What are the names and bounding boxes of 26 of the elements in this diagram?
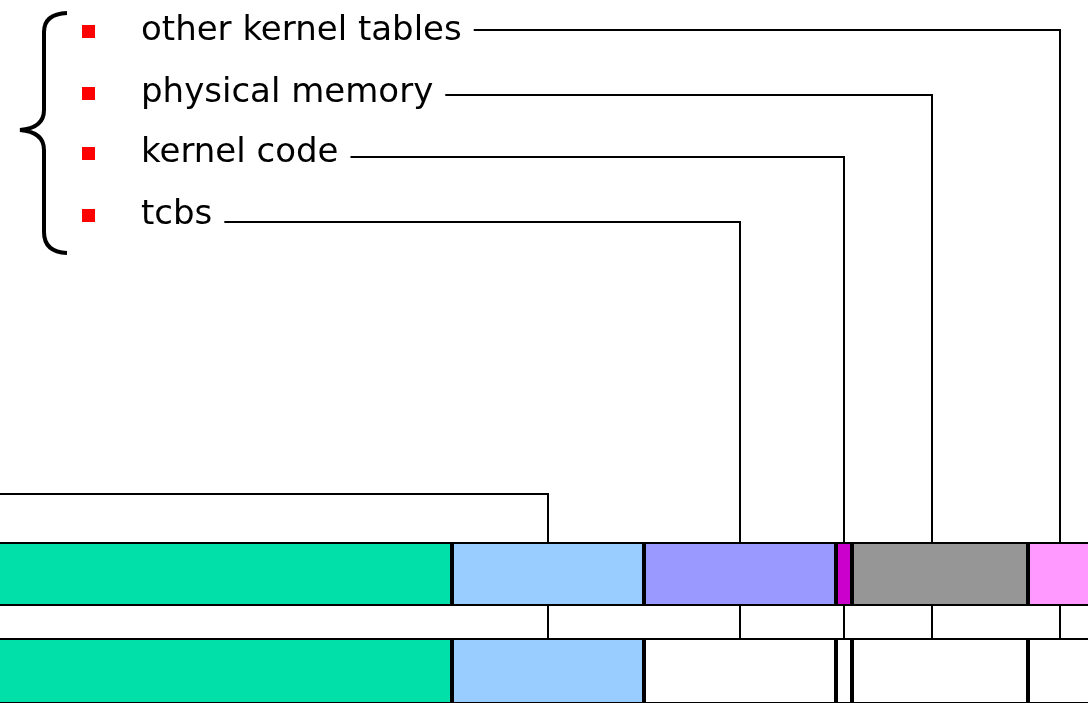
leader-line: [472, 29, 1061, 543]
memory-segment: [1028, 542, 1088, 606]
leader-line: [349, 156, 845, 543]
memory-segment: [852, 542, 1028, 606]
list-item-text: kernel code: [141, 130, 339, 170]
memory-segment: [644, 638, 836, 703]
memory-segment: [836, 542, 852, 606]
memory-segment: [1028, 638, 1088, 703]
memory-segment: [452, 638, 644, 703]
memory-segment: [644, 542, 836, 606]
memory-segment: [836, 638, 852, 703]
leader-line: [223, 221, 741, 543]
memory-segment: [452, 542, 644, 606]
leader-line: [444, 94, 933, 543]
connector-line: [931, 605, 933, 639]
connector-line: [843, 605, 845, 639]
connector-line: [547, 605, 549, 639]
connector-line: [1059, 605, 1061, 639]
memory-segment: [852, 638, 1028, 703]
memory-segment: [0, 638, 452, 703]
memory-segment: [0, 542, 452, 606]
connector-line: [739, 605, 741, 639]
list-item-text: other kernel tables: [141, 8, 462, 48]
list-item-text: physical memory: [141, 70, 434, 110]
leader-line: [0, 493, 549, 543]
list-item-text: tcbs: [141, 192, 213, 232]
